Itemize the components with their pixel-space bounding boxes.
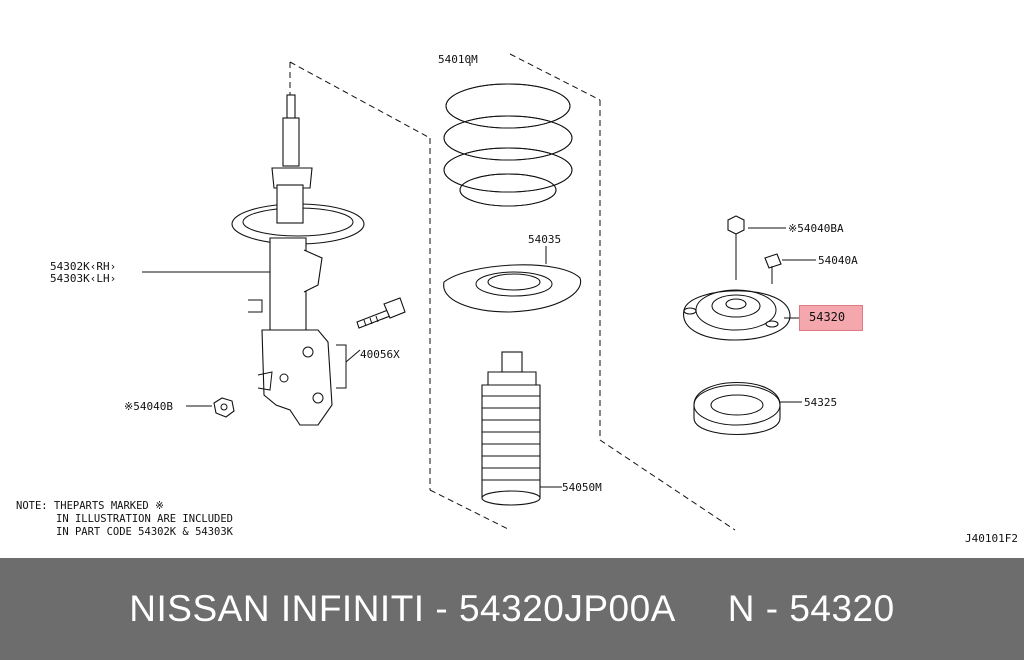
footer-title: NISSAN INFINITI - 54320JP00A N - 54320 [129,588,895,629]
label-54040ba: ※54040BA [788,222,844,235]
bound-bumper [481,53,736,531]
label-54325: 54325 [804,396,837,409]
highlighted-part-box[interactable] [799,305,863,331]
footer-banner: NISSAN INFINITI - 54320JP00A N - 54320 [0,558,1024,660]
note-line-1: NOTE: THEPARTS MARKED ※ [16,500,164,512]
spring-seat [443,246,582,313]
coil-spring [443,62,573,207]
label-54035: 54035 [528,233,561,246]
label-54050m: 54050M [562,481,602,494]
diagram-code: J40101F2 [965,532,1018,545]
label-54303k: 54303K‹LH› [50,272,116,285]
label-54040b: ※54040B [124,400,173,413]
label-54302k: 54302K‹RH› [50,260,116,273]
label-40056x: 40056X [360,348,400,361]
label-54040a: 54040A [818,254,858,267]
mount-bearing [693,382,802,436]
strut-assembly [142,61,511,531]
exploded-parts-diagram: 54010M 54302K‹RH› 54303K‹LH› 40056X ※540… [50,53,858,531]
label-54320[interactable]: 54320 [809,310,846,324]
label-54010m: 54010M [438,53,478,66]
note-line-3: IN PART CODE 54302K & 54303K [56,526,234,538]
parts-note: NOTE: THEPARTS MARKED ※ IN ILLUSTRATION … [16,500,233,539]
note-line-2: IN ILLUSTRATION ARE INCLUDED [56,513,234,525]
strut-mount [683,215,816,341]
